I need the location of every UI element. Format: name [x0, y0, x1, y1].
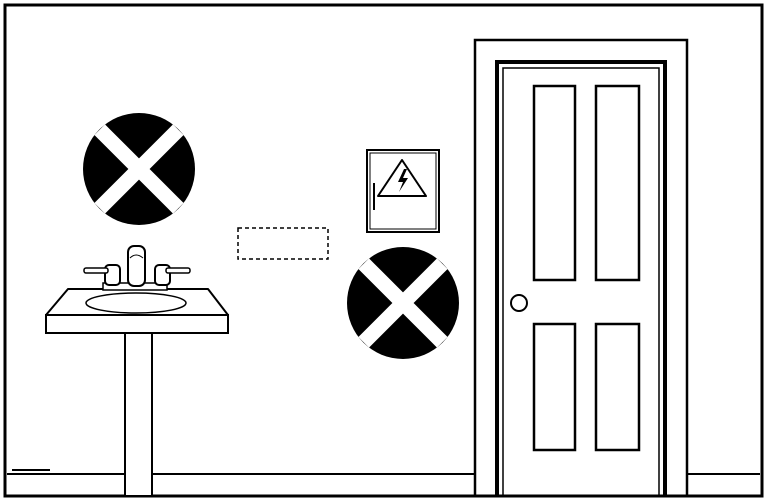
door-panel-bottom-right	[596, 324, 639, 450]
sink-pedestal	[125, 333, 152, 496]
prohibited-marker-left	[83, 113, 195, 225]
sink-bowl	[86, 293, 186, 313]
prohibited-marker-right	[347, 247, 459, 359]
sink-basin-front	[46, 315, 228, 333]
electrical-panel	[367, 150, 439, 232]
door-panel-top-left	[534, 86, 575, 280]
door-panel-bottom-left	[534, 324, 575, 450]
door-knob	[511, 295, 527, 311]
door-panel-top-right	[596, 86, 639, 280]
diagram-border	[5, 5, 762, 496]
